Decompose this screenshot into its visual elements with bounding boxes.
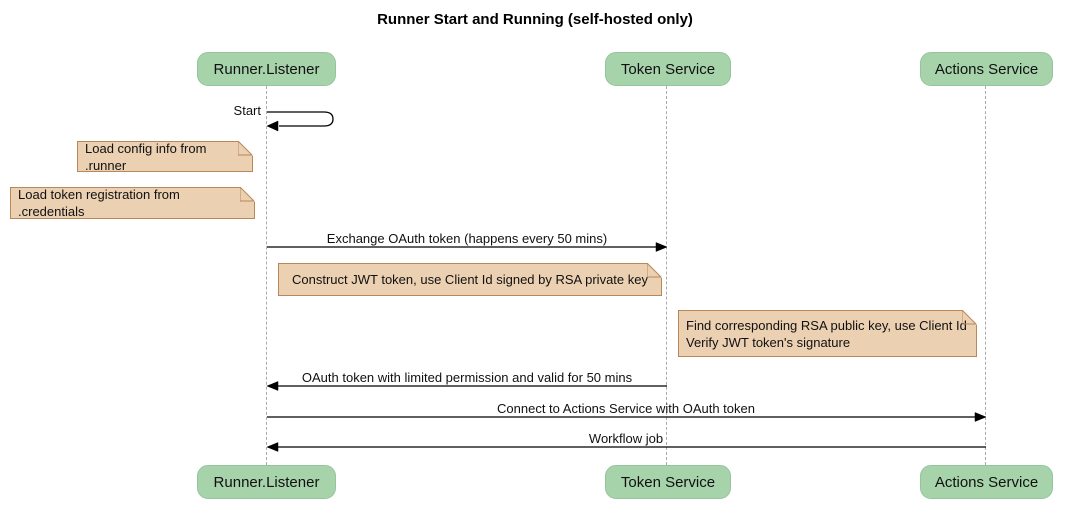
message-label-connect: Connect to Actions Service with OAuth to… (497, 401, 755, 416)
participant-top-actions-service: Actions Service (920, 52, 1053, 86)
arrowhead-exchange-oauth (655, 242, 668, 252)
note-fold-icon (647, 263, 662, 278)
message-label-exchange-oauth: Exchange OAuth token (happens every 50 m… (326, 231, 608, 246)
note-fold-icon (240, 187, 255, 202)
participant-bottom-runner-listener: Runner.Listener (197, 465, 336, 499)
note-fold-icon (238, 141, 253, 156)
arrowhead-start (266, 120, 279, 132)
diagram-title: Runner Start and Running (self-hosted on… (377, 11, 693, 28)
message-label-start: Start (233, 103, 261, 118)
note-verify-jwt: Find corresponding RSA public key, use C… (678, 310, 977, 357)
message-label-oauth-return: OAuth token with limited permission and … (301, 370, 633, 385)
note-load-credentials: Load token registration from .credential… (10, 187, 255, 219)
lifeline-runner-listener (266, 86, 267, 465)
participant-bottom-actions-service: Actions Service (920, 465, 1053, 499)
note-load-credentials-text: Load token registration from .credential… (18, 187, 180, 219)
message-label-workflow-job: Workflow job (588, 431, 664, 446)
arrowhead-oauth-return (266, 381, 279, 391)
note-construct-jwt: Construct JWT token, use Client Id signe… (278, 263, 662, 296)
arrowhead-connect (974, 412, 987, 422)
participant-top-token-service: Token Service (605, 52, 731, 86)
note-load-config: Load config info from .runner (77, 140, 253, 173)
participant-top-runner-listener: Runner.Listener (197, 52, 336, 86)
note-load-config-text: Load config info from .runner (85, 140, 207, 173)
lifeline-actions-service (985, 86, 986, 465)
note-verify-jwt-text: Find corresponding RSA public key, use C… (686, 317, 967, 350)
note-fold-icon (962, 310, 977, 325)
participant-bottom-token-service: Token Service (605, 465, 731, 499)
note-construct-jwt-text: Construct JWT token, use Client Id signe… (292, 272, 648, 287)
arrowhead-workflow-job (266, 442, 279, 452)
arrow-start-self-loop (267, 111, 334, 127)
lifeline-token-service (666, 86, 667, 465)
